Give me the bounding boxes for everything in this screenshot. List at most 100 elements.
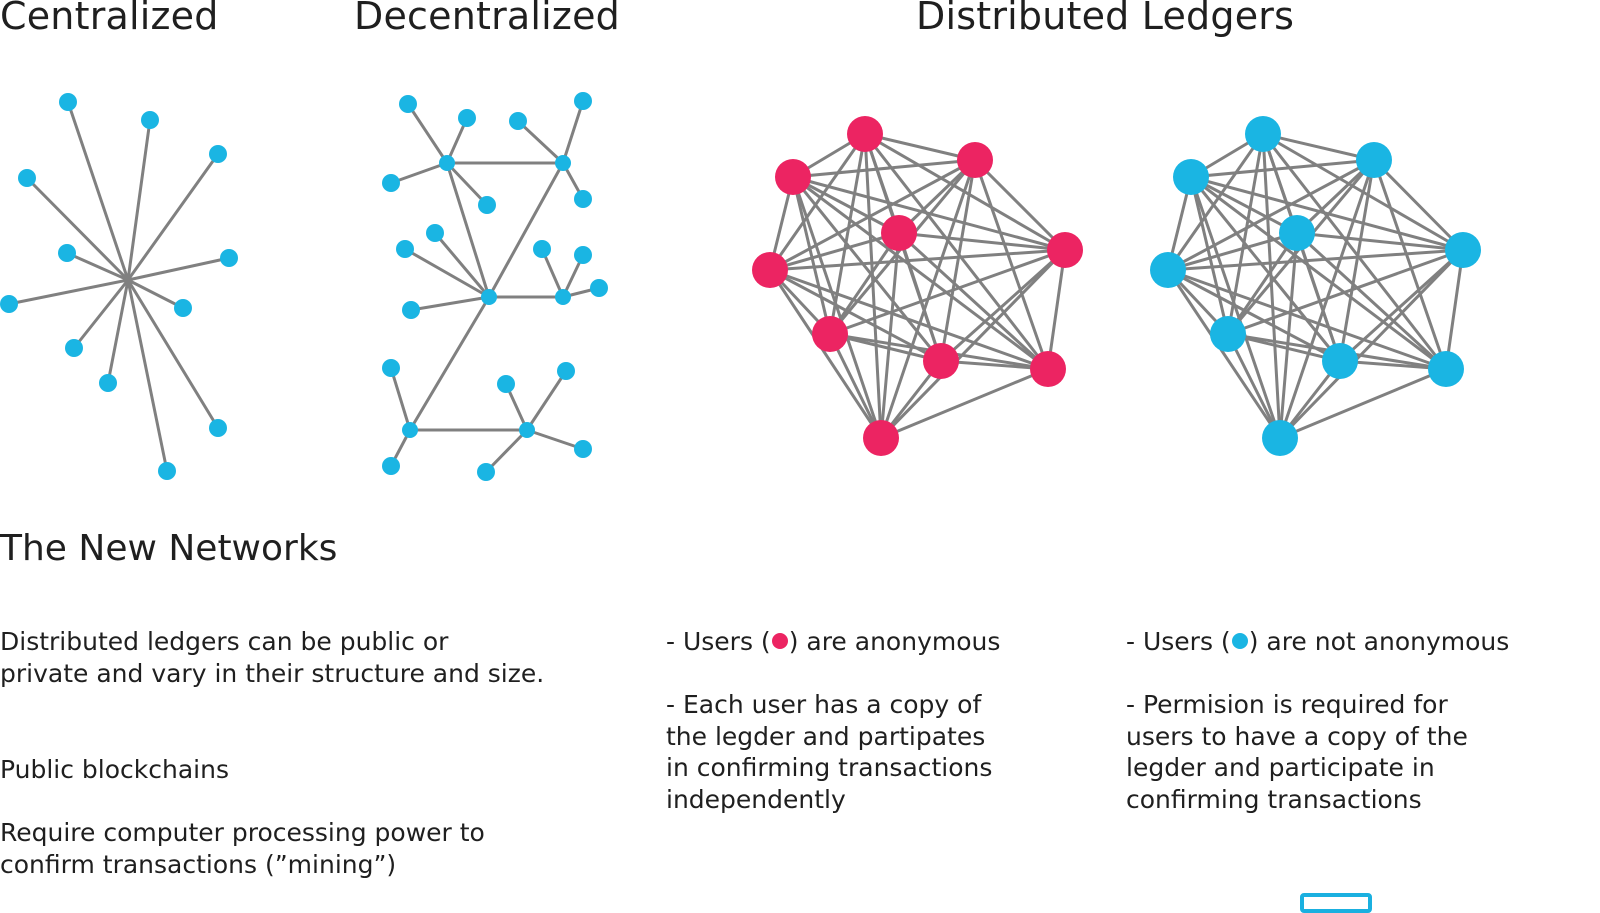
permission-line: confirming transactions (1126, 784, 1422, 814)
network-edge (1372, 158, 1448, 371)
decentralized-leaf-node (509, 112, 527, 130)
network-edge (768, 248, 1067, 272)
network-edge (768, 158, 977, 272)
public-desc-line: Require computer processing power to (0, 818, 485, 847)
network-edge (768, 268, 1050, 371)
network-edge (25, 176, 130, 282)
users-prefix: - Users ( (666, 627, 771, 656)
network-edge (791, 175, 1050, 371)
distributed-ledgers-heading: Distributed Ledgers (916, 0, 1295, 38)
distributed-public-network-diagram (752, 116, 1083, 456)
decentralized-leaf-node (574, 440, 592, 458)
not-anonymous-users-line: - Users ( ) are not anonymous (1126, 626, 1509, 658)
network-edge (1226, 248, 1465, 336)
permission-paragraph: - Permision is required for users to hav… (1126, 689, 1468, 815)
network-edge (828, 332, 943, 363)
network-edge (897, 231, 1067, 252)
intro-line: private and vary in their structure and … (0, 658, 545, 688)
public-blockchains-title: Public blockchains (0, 754, 229, 786)
network-edge (72, 278, 130, 350)
decentralized-leaf-node (574, 190, 592, 208)
anonymous-user-node (752, 252, 788, 288)
network-edge (1189, 175, 1282, 440)
centralized-node (141, 111, 159, 129)
network-edge (768, 268, 883, 440)
decentralized-leaf-node (382, 174, 400, 192)
decentralized-hub-node (519, 422, 535, 438)
centralized-node (99, 374, 117, 392)
network-edge (409, 295, 491, 312)
anonymous-copy-paragraph: - Each user has a copy of the legder and… (666, 689, 992, 815)
blue-dot-icon (1231, 633, 1248, 649)
network-edge (65, 251, 130, 282)
network-edge (879, 248, 1067, 440)
anonymous-user-node (1047, 232, 1083, 268)
network-edge (1166, 158, 1376, 272)
network-edge (791, 175, 1067, 252)
network-edge (1166, 268, 1342, 363)
pink-dot-icon (771, 633, 788, 649)
decentralized-leaf-node (426, 224, 444, 242)
network-edge (863, 132, 1050, 371)
users-prefix: - Users ( (1126, 627, 1231, 656)
permissioned-user-node (1279, 215, 1315, 251)
decentralized-leaf-node (497, 375, 515, 393)
permissioned-user-node (1245, 116, 1281, 152)
network-edge (828, 332, 883, 440)
decentralized-leaf-node (533, 240, 551, 258)
permissioned-user-node (1322, 343, 1358, 379)
network-edge (1278, 231, 1299, 440)
network-edge (863, 132, 977, 162)
network-edge (791, 175, 943, 363)
network-edge (1189, 175, 1342, 363)
decentralized-heading: Decentralized (354, 0, 620, 38)
network-edge (973, 158, 1067, 252)
anonymous-user-node (812, 316, 848, 352)
decentralized-hub-node (481, 289, 497, 305)
network-edge (408, 295, 491, 432)
decentralized-hub-node (555, 289, 571, 305)
users-suffix: ) are anonymous (788, 627, 1001, 656)
centralized-heading: Centralized (0, 0, 219, 38)
network-edge (1189, 175, 1230, 336)
network-edge (768, 132, 867, 272)
centralized-network-diagram (0, 93, 238, 480)
anonymous-copy-line: independently (666, 784, 846, 814)
network-edge (1278, 367, 1448, 440)
decentralized-leaf-node (458, 109, 476, 127)
network-edge (126, 278, 169, 473)
decentralized-hub-node (402, 422, 418, 438)
intro-line: Distributed ledgers can be public or (0, 627, 449, 656)
network-edge (126, 278, 185, 310)
centralized-node (58, 244, 76, 262)
permission-line: legder and participate in (1126, 753, 1435, 782)
network-edge (403, 247, 491, 299)
intro-paragraph: Distributed ledgers can be public or pri… (0, 626, 544, 689)
permissioned-user-node (1356, 142, 1392, 178)
anonymous-user-node (881, 215, 917, 251)
network-edge (1261, 132, 1376, 162)
network-edge (1295, 231, 1465, 252)
decentralized-leaf-node (382, 457, 400, 475)
network-edge (1166, 132, 1265, 272)
network-edge (126, 118, 152, 282)
decentralized-leaf-node (382, 359, 400, 377)
decentralized-hub-node (439, 155, 455, 171)
network-edge (973, 158, 1050, 371)
public-blockchains-description: Require computer processing power to con… (0, 817, 485, 880)
network-edge (445, 161, 491, 299)
anonymous-user-node (923, 343, 959, 379)
permissioned-user-node (1262, 420, 1298, 456)
network-edge (791, 175, 901, 235)
network-edge (7, 278, 130, 306)
decentralized-leaf-node (477, 463, 495, 481)
network-edge (66, 100, 130, 282)
network-edge (828, 231, 901, 336)
permissioned-user-node (1428, 351, 1464, 387)
users-suffix: ) are not anonymous (1248, 627, 1510, 656)
network-edge (939, 158, 977, 363)
network-edge (828, 248, 1067, 336)
anonymous-user-node (1030, 351, 1066, 387)
public-title-text: Public blockchains (0, 755, 229, 784)
network-edge (1189, 158, 1376, 179)
